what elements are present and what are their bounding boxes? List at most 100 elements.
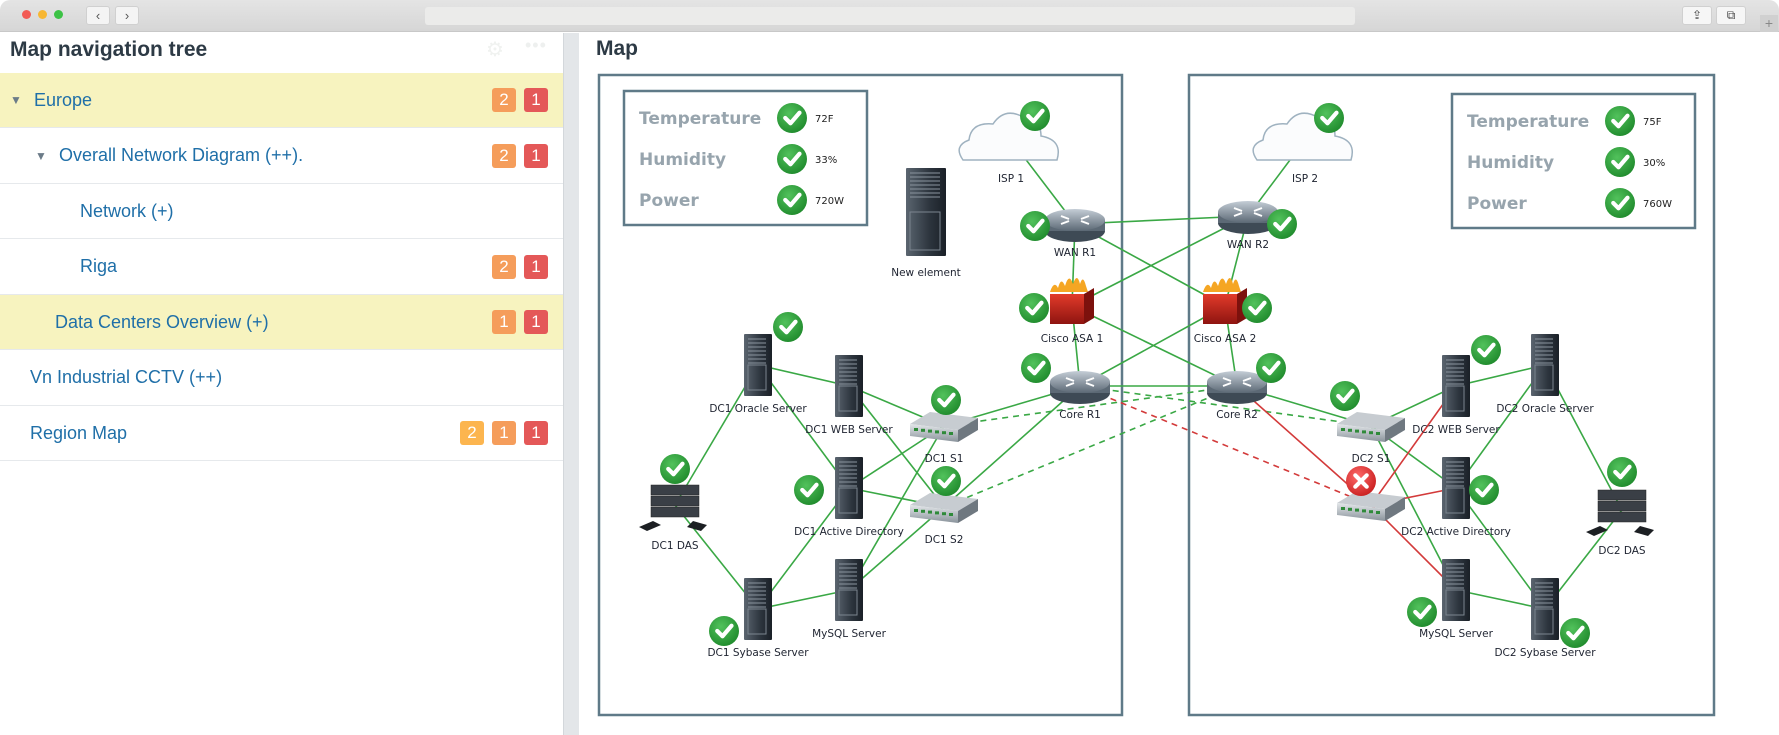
tree-item-label[interactable]: Region Map	[30, 422, 128, 443]
tree-item-label[interactable]: Data Centers Overview (+)	[55, 311, 269, 332]
problem-count-badge[interactable]: 1	[492, 310, 516, 334]
forward-button[interactable]: ›	[115, 6, 139, 25]
ok-status-icon	[777, 185, 807, 215]
map-element-dc1web[interactable]: DC1 WEB Server	[805, 355, 893, 436]
tree-item-label[interactable]: Network (+)	[80, 200, 174, 221]
switch-top	[1337, 491, 1405, 509]
problem-count-badge[interactable]: 2	[492, 143, 516, 168]
problem-count-badge[interactable]: 1	[524, 310, 548, 334]
map-element-dc2web[interactable]: DC2 WEB Server	[1412, 335, 1501, 436]
server-bay	[1534, 364, 1554, 391]
ok-status-circle	[777, 144, 807, 174]
problem-count-badge[interactable]: 1	[492, 421, 516, 445]
switch-port	[935, 511, 939, 515]
maximize-window-button[interactable]	[54, 10, 63, 19]
problem-count-badge[interactable]: 1	[524, 254, 548, 279]
ok-status-icon	[1469, 475, 1499, 505]
ok-status-circle	[1020, 101, 1050, 131]
map-element-dc1s2[interactable]: DC1 S2	[910, 466, 978, 546]
tabs-overview-button[interactable]: ⧉	[1716, 6, 1746, 25]
caret-down-icon[interactable]: ▼	[35, 148, 47, 163]
map-element-isp2[interactable]: ISP 2	[1252, 103, 1353, 185]
network-link	[1370, 425, 1457, 591]
new-tab-button[interactable]: +	[1760, 15, 1778, 32]
map-element-label: New element	[891, 267, 961, 279]
map-element-core1[interactable]: Core R1	[1021, 353, 1110, 421]
checkmark	[1273, 216, 1292, 232]
problem-count-badge[interactable]: 2	[460, 421, 484, 445]
minimize-window-button[interactable]	[38, 10, 47, 19]
map-element-label: DC1 DAS	[651, 540, 699, 552]
map-element-dc2das[interactable]: DC2 DAS	[1586, 457, 1654, 557]
ok-status-circle	[1242, 293, 1272, 323]
map-element-dc1sql[interactable]: MySQL Server	[812, 559, 887, 640]
tree-item-label[interactable]: Overall Network Diagram (++).	[59, 145, 304, 165]
map-element-dc1ora[interactable]: DC1 Oracle Server	[709, 312, 807, 415]
checkmark	[1611, 113, 1630, 129]
share-button[interactable]: ⇪	[1682, 6, 1712, 25]
switch-port	[949, 432, 953, 435]
problem-count-badge[interactable]: 2	[492, 88, 516, 112]
map-element-dc2sql[interactable]: MySQL Server	[1407, 559, 1494, 640]
router-icon	[1207, 371, 1267, 393]
map-element-wanr1[interactable]: WAN R1	[1020, 209, 1105, 259]
map-element-dc1ad[interactable]: DC1 Active Directory	[794, 457, 904, 538]
map-element-dc1s1[interactable]: DC1 S1	[910, 385, 978, 465]
map-element-dc2syb[interactable]: DC2 Sybase Server	[1494, 578, 1596, 659]
switch-port	[914, 428, 918, 431]
map-element-core2[interactable]: Core R2	[1207, 353, 1286, 421]
map-element-dc2s2[interactable]	[1337, 466, 1405, 521]
storage-shelf	[650, 495, 700, 507]
ok-status-icon	[1330, 381, 1360, 411]
gear-icon[interactable]: ⚙	[486, 39, 504, 61]
tree-item[interactable]: Network (+)	[0, 184, 563, 239]
panel-splitter[interactable]	[563, 33, 579, 735]
ok-status-circle	[1560, 618, 1590, 648]
close-window-button[interactable]	[22, 10, 31, 19]
switch-port	[1348, 507, 1352, 511]
ok-status-circle	[1605, 147, 1635, 177]
switch-icon	[910, 424, 958, 442]
problem-count-badge[interactable]: 1	[524, 88, 548, 112]
ok-status-circle	[1020, 211, 1050, 241]
network-link	[757, 364, 850, 387]
map-element-isp1[interactable]: ISP 1	[958, 101, 1059, 185]
map-element-dc2ad[interactable]: DC2 Active Directory	[1401, 457, 1511, 538]
map-element-dc1das[interactable]: DC1 DAS	[639, 454, 707, 552]
map-element-asa1[interactable]: Cisco ASA 1	[1019, 278, 1103, 345]
network-link	[848, 506, 945, 591]
back-button[interactable]: ‹	[86, 6, 110, 25]
checkmark	[666, 461, 685, 477]
tree-item-label[interactable]: Europe	[34, 89, 93, 110]
ok-status-circle	[1607, 457, 1637, 487]
tree-item[interactable]: Vn Industrial CCTV (++)	[0, 351, 563, 406]
ok-status-icon	[1267, 209, 1297, 239]
ok-status-circle	[931, 466, 961, 496]
map-element-asa2[interactable]: Cisco ASA 2	[1194, 278, 1272, 345]
tree-item-label[interactable]: Vn Industrial CCTV (++)	[30, 367, 223, 387]
storage-drive	[1586, 526, 1654, 536]
map-element-dc2ora[interactable]: DC2 Oracle Server	[1496, 334, 1594, 415]
address-bar[interactable]	[425, 7, 1355, 25]
map-element-dc2s1[interactable]: DC2 S1	[1330, 381, 1405, 465]
problem-count-badge[interactable]: 1	[524, 421, 548, 445]
problem-count-badge[interactable]: 2	[492, 254, 516, 279]
map-element-newel[interactable]: New element	[891, 168, 961, 279]
ok-status-circle	[773, 312, 803, 342]
tree-item-label[interactable]: Riga	[80, 256, 118, 276]
map-element-dc1syb[interactable]: DC1 Sybase Server	[707, 578, 809, 659]
checkmark	[1026, 218, 1045, 234]
ok-status-icon	[1407, 597, 1437, 627]
switch-port	[921, 428, 925, 432]
caret-down-icon[interactable]: ▼	[10, 93, 22, 107]
problem-count-badge[interactable]: 1	[524, 143, 548, 168]
map-element-wanr2[interactable]: WAN R2	[1218, 201, 1297, 251]
more-options-icon[interactable]: •••	[525, 35, 547, 55]
